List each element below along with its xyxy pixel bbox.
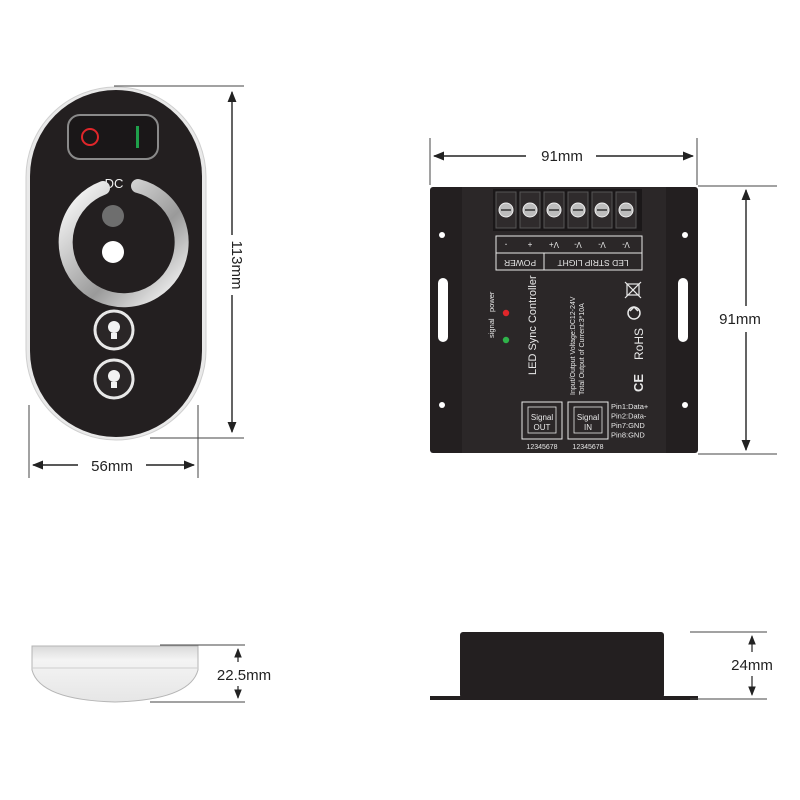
mount-hole bbox=[682, 232, 688, 238]
terminal-screw-icon bbox=[543, 191, 565, 229]
signal-out-label-2: OUT bbox=[534, 423, 551, 432]
controller-side-base bbox=[430, 696, 698, 700]
signal-led-label: signal bbox=[487, 318, 496, 338]
terminal-screw-icon bbox=[567, 191, 589, 229]
signal-in-pin-numbers: 12345678 bbox=[572, 444, 603, 451]
signal-led bbox=[502, 309, 510, 317]
brightness-center-dot bbox=[102, 241, 124, 263]
controller-side-view bbox=[430, 632, 698, 700]
terminal-screw-icon bbox=[495, 191, 517, 229]
brightness-dim-dot bbox=[102, 205, 124, 227]
terminal-polarity-label: - bbox=[504, 240, 507, 249]
terminal-polarity-label: V+ bbox=[549, 240, 559, 249]
terminal-polarity-label: V- bbox=[598, 240, 606, 249]
mount-slot-left bbox=[438, 278, 448, 342]
signal-in-label: Signal bbox=[577, 413, 599, 422]
terminal-polarity-label: + bbox=[527, 240, 532, 249]
remote-side-shell bbox=[31, 645, 199, 703]
remote-body bbox=[30, 90, 202, 437]
remote-depth-label: 22.5mm bbox=[217, 667, 271, 684]
ce-mark: CE bbox=[631, 374, 646, 392]
power-led-label: power bbox=[487, 291, 496, 312]
controller-title: LED Sync Controller bbox=[527, 275, 539, 375]
rohs-label: RoHS bbox=[632, 328, 646, 360]
weee-bin-icon bbox=[624, 281, 642, 299]
controller-side-body bbox=[460, 632, 664, 698]
spec-voltage: Input/Output Voltage:DC12-24V bbox=[570, 296, 577, 395]
remote-width-label: 56mm bbox=[91, 458, 133, 475]
strip-group-label: LED STRIP LIGHT bbox=[557, 258, 628, 268]
power-on-icon bbox=[136, 126, 139, 148]
controller-front-view: -+V+V-V-V- POWER LED STRIP LIGHT signal … bbox=[430, 187, 698, 453]
terminal-screw-icon bbox=[519, 191, 541, 229]
bulb-button-2 bbox=[93, 358, 135, 400]
controller-width-dimension: 91mm bbox=[429, 138, 698, 185]
power-led bbox=[502, 336, 510, 344]
controller-height-label: 91mm bbox=[719, 311, 761, 328]
remote-height-dimension: 113mm bbox=[114, 85, 245, 439]
controller-depth-label: 24mm bbox=[731, 657, 773, 674]
controller-height-dimension: 91mm bbox=[698, 185, 782, 455]
remote-width-dimension: 56mm bbox=[28, 405, 199, 478]
mount-hole bbox=[439, 232, 445, 238]
pin-assignment-label: Pin2:Data- bbox=[611, 412, 647, 421]
mount-slot-right bbox=[678, 278, 688, 342]
remote-front-view: DC bbox=[25, 86, 207, 441]
signal-out-label: Signal bbox=[531, 413, 553, 422]
controller-width-label: 91mm bbox=[541, 148, 583, 165]
mount-hole bbox=[439, 402, 445, 408]
remote-side-view bbox=[31, 645, 199, 703]
bulb-icon bbox=[108, 370, 120, 382]
signal-out-port bbox=[521, 401, 563, 440]
touch-ring-icon bbox=[58, 179, 189, 308]
terminal-screw-icon bbox=[615, 191, 637, 229]
signal-out-pin-numbers: 12345678 bbox=[526, 444, 557, 451]
spec-current: Total Output of Current:3*10A bbox=[579, 303, 586, 395]
signal-in-label-2: IN bbox=[584, 423, 592, 432]
pin-assignment-label: Pin8:GND bbox=[611, 431, 645, 440]
controller-depth-dimension: 24mm bbox=[690, 631, 784, 700]
signal-in-port bbox=[567, 401, 609, 440]
terminal-polarity-label: V- bbox=[574, 240, 582, 249]
mount-hole bbox=[682, 402, 688, 408]
bulb-button-1 bbox=[93, 309, 135, 351]
terminal-screw-icon bbox=[591, 191, 613, 229]
remote-depth-dimension: 22.5mm bbox=[150, 644, 284, 703]
power-group-label: POWER bbox=[504, 258, 536, 268]
power-off-icon bbox=[81, 128, 99, 146]
controller-body bbox=[462, 187, 666, 453]
recycle-icon bbox=[627, 305, 641, 320]
pin-assignment-label: Pin1:Data+ bbox=[611, 402, 649, 411]
remote-height-label: 113mm bbox=[228, 241, 245, 290]
terminal-polarity-label: V- bbox=[622, 240, 630, 249]
bulb-icon bbox=[108, 321, 120, 333]
pin-assignment-label: Pin7:GND bbox=[611, 421, 645, 430]
power-switch bbox=[67, 114, 159, 160]
